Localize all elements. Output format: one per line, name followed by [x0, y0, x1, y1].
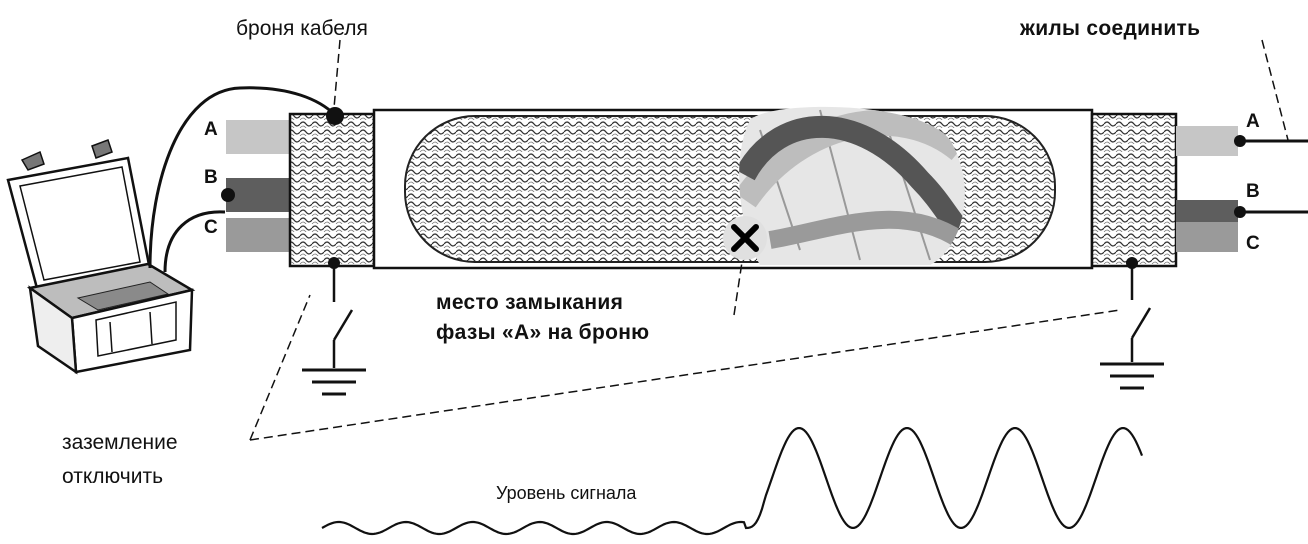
- fault-location-label-1: место замыкания: [436, 291, 624, 314]
- core-c-left: [226, 218, 294, 252]
- armor-label: броня кабеля: [236, 17, 368, 40]
- phase-a-left-label: A: [204, 119, 218, 140]
- fault-cross-icon: [723, 216, 767, 260]
- lead-to-core-b: [163, 210, 226, 273]
- join-cores-label: жилы соединить: [1020, 17, 1201, 40]
- ground-symbol-icon: [302, 368, 366, 396]
- right-cores: [1176, 126, 1308, 252]
- core-a-right: [1176, 126, 1238, 156]
- phase-c-left-label: C: [204, 217, 218, 238]
- armor-left: [288, 112, 376, 268]
- left-cores: [221, 120, 294, 252]
- ground-left: [302, 263, 366, 396]
- phase-c-right-label: C: [1246, 233, 1260, 254]
- switch-open-icon: [332, 309, 354, 341]
- core-a-left: [226, 120, 294, 154]
- signal-level-curve: [321, 427, 1144, 536]
- cutaway-window: [739, 106, 965, 265]
- ground-off-label-1: заземление: [62, 431, 178, 454]
- phase-a-right-label: A: [1246, 111, 1260, 132]
- core-b-left: [226, 178, 294, 212]
- core-c-right: [1176, 222, 1238, 252]
- signal-level-label: Уровень сигнала: [496, 483, 637, 503]
- ground-symbol-icon: [1100, 362, 1164, 390]
- switch-open-icon: [1130, 307, 1152, 339]
- ground-off-label-2: отключить: [62, 465, 164, 488]
- phase-b-left-label: B: [204, 167, 218, 188]
- ground-right: [1100, 263, 1164, 390]
- leader-lines: [249, 39, 1289, 441]
- armor-right: [1090, 112, 1178, 268]
- fault-location-label-2: фазы «А» на броню: [436, 321, 650, 344]
- lead-to-armor: [148, 86, 337, 269]
- instrument-case-icon: [6, 139, 196, 375]
- armor-clamp-top: [326, 107, 344, 125]
- phase-b-right-label: B: [1246, 181, 1260, 202]
